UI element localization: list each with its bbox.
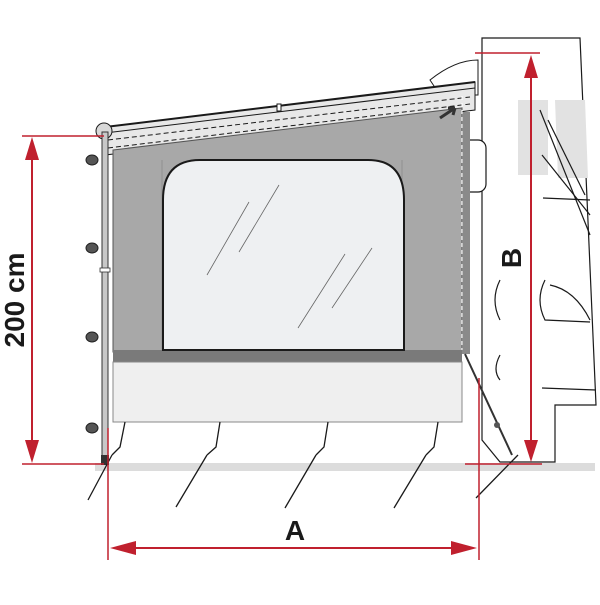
arrow-indicator-icon (439, 106, 457, 120)
dimension-lines (22, 52, 542, 560)
ground-strip (95, 463, 595, 471)
window (162, 159, 405, 351)
width-dimension-label: A (285, 515, 305, 546)
panel-skirt (112, 361, 463, 423)
vehicle-height-dimension-label: B (496, 248, 527, 268)
side-panel (112, 107, 463, 423)
panel-dark-band (113, 350, 462, 362)
awning-cassette (95, 59, 479, 156)
left-pole (85, 131, 111, 465)
panel-right-edge (439, 96, 513, 456)
window-glare-lines (206, 184, 373, 329)
vehicle-rear (457, 37, 597, 463)
height-dimension-label: 200 cm (0, 253, 30, 348)
pole-pegs (85, 154, 99, 434)
ground-pegs (87, 421, 519, 509)
